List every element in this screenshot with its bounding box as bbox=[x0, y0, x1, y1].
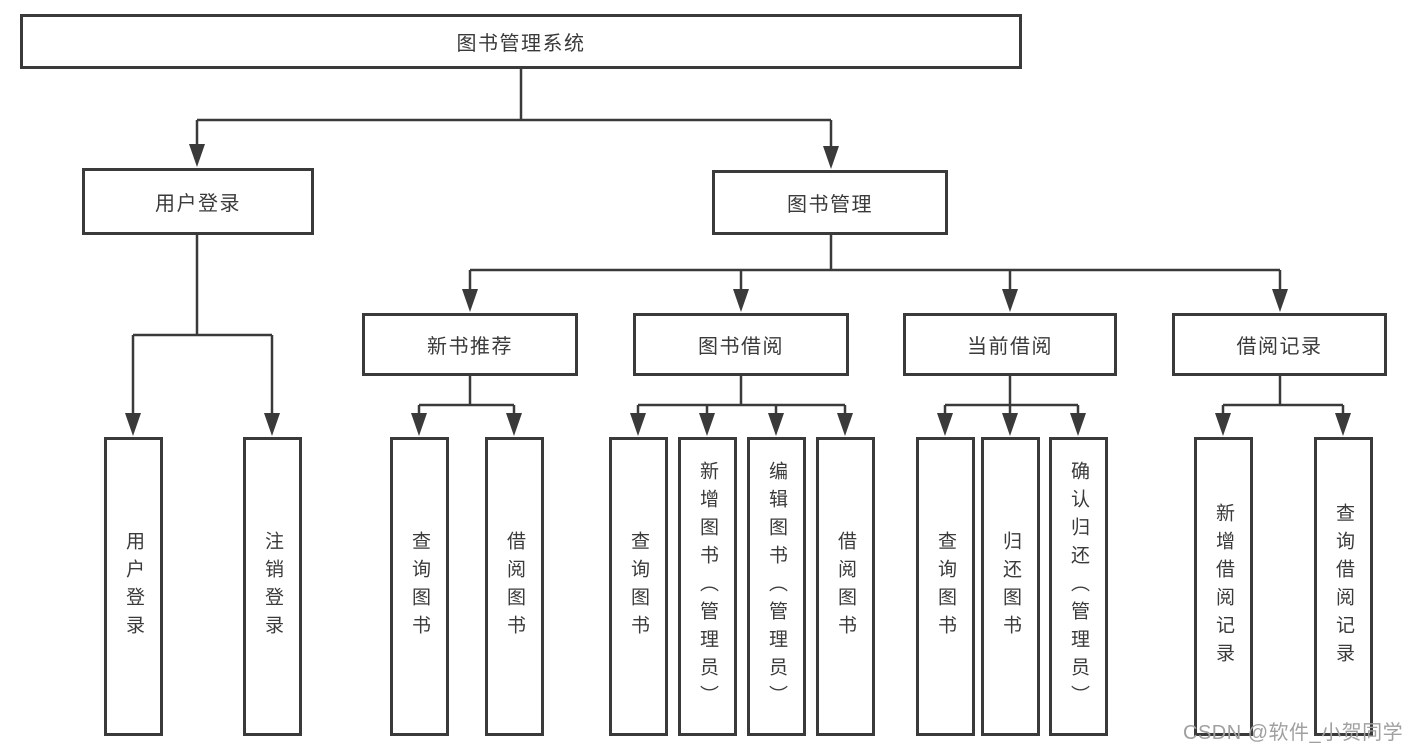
leaf-current-confirm-admin-label: 确认归还（管理员） bbox=[1068, 460, 1089, 713]
leaf-newbooks-borrow: 借阅图书 bbox=[485, 437, 544, 736]
leaf-borrow-add-admin: 新增图书（管理员） bbox=[678, 437, 737, 736]
leaf-borrow-borrow-label: 借阅图书 bbox=[835, 530, 856, 643]
arrowhead bbox=[630, 413, 646, 436]
leaf-records-add: 新增借阅记录 bbox=[1194, 437, 1253, 736]
node-user-login-branch-label: 用户登录 bbox=[155, 193, 241, 215]
leaf-current-query-label: 查询图书 bbox=[935, 530, 956, 643]
arrowhead bbox=[506, 413, 522, 436]
arrowhead bbox=[1335, 413, 1351, 436]
connector-path bbox=[131, 68, 1345, 416]
arrowhead bbox=[1272, 289, 1288, 312]
leaf-borrow-add-admin-label: 新增图书（管理员） bbox=[697, 460, 718, 713]
arrowhead bbox=[937, 413, 953, 436]
arrowhead bbox=[733, 289, 749, 312]
leaf-newbooks-query: 查询图书 bbox=[390, 437, 449, 736]
arrowhead bbox=[264, 413, 280, 436]
leaf-logout-label: 注销登录 bbox=[262, 530, 283, 643]
leaf-borrow-query-label: 查询图书 bbox=[628, 530, 649, 643]
leaf-borrow-borrow: 借阅图书 bbox=[816, 437, 875, 736]
arrowhead bbox=[411, 413, 427, 436]
leaf-records-query-label: 查询借阅记录 bbox=[1333, 502, 1354, 671]
arrowhead bbox=[1002, 413, 1018, 436]
node-book-mgmt-branch-label: 图书管理 bbox=[787, 194, 873, 216]
arrowhead bbox=[189, 144, 205, 167]
node-new-books-label: 新书推荐 bbox=[427, 336, 513, 358]
leaf-borrow-edit-admin: 编辑图书（管理员） bbox=[747, 437, 806, 736]
arrowhead bbox=[1002, 289, 1018, 312]
leaf-user-login: 用户登录 bbox=[104, 437, 163, 736]
node-book-borrow-label: 图书借阅 bbox=[698, 336, 784, 358]
arrowhead bbox=[462, 289, 478, 312]
arrowhead bbox=[1070, 413, 1086, 436]
arrowhead bbox=[125, 413, 141, 436]
leaf-newbooks-borrow-label: 借阅图书 bbox=[504, 530, 525, 643]
node-root-label: 图书管理系统 bbox=[456, 33, 586, 55]
leaf-current-confirm-admin: 确认归还（管理员） bbox=[1049, 437, 1108, 736]
node-current-borrow: 当前借阅 bbox=[903, 313, 1117, 376]
leaf-user-login-label: 用户登录 bbox=[123, 530, 144, 643]
leaf-borrow-edit-admin-label: 编辑图书（管理员） bbox=[766, 460, 787, 713]
arrowhead bbox=[699, 413, 715, 436]
node-borrow-records: 借阅记录 bbox=[1172, 313, 1387, 376]
node-borrow-records-label: 借阅记录 bbox=[1236, 336, 1323, 358]
leaf-borrow-query: 查询图书 bbox=[609, 437, 668, 736]
leaf-records-add-label: 新增借阅记录 bbox=[1213, 502, 1234, 671]
arrowhead bbox=[837, 413, 853, 436]
leaf-newbooks-query-label: 查询图书 bbox=[409, 530, 430, 643]
arrowhead bbox=[768, 413, 784, 436]
arrowhead bbox=[1215, 413, 1231, 436]
node-root: 图书管理系统 bbox=[20, 14, 1022, 69]
leaf-records-query: 查询借阅记录 bbox=[1314, 437, 1373, 736]
node-user-login-branch: 用户登录 bbox=[82, 168, 314, 235]
node-current-borrow-label: 当前借阅 bbox=[967, 336, 1053, 358]
node-new-books: 新书推荐 bbox=[362, 313, 578, 376]
leaf-current-return: 归还图书 bbox=[981, 437, 1040, 736]
node-book-borrow: 图书借阅 bbox=[633, 313, 849, 376]
csdn-watermark: CSDN @软件_小贺同学 bbox=[1183, 722, 1404, 744]
arrowheads bbox=[125, 144, 1351, 436]
node-book-mgmt-branch: 图书管理 bbox=[712, 170, 948, 235]
leaf-current-return-label: 归还图书 bbox=[1000, 530, 1021, 643]
leaf-logout: 注销登录 bbox=[243, 437, 302, 736]
arrowhead bbox=[823, 146, 839, 169]
leaf-current-query: 查询图书 bbox=[916, 437, 975, 736]
